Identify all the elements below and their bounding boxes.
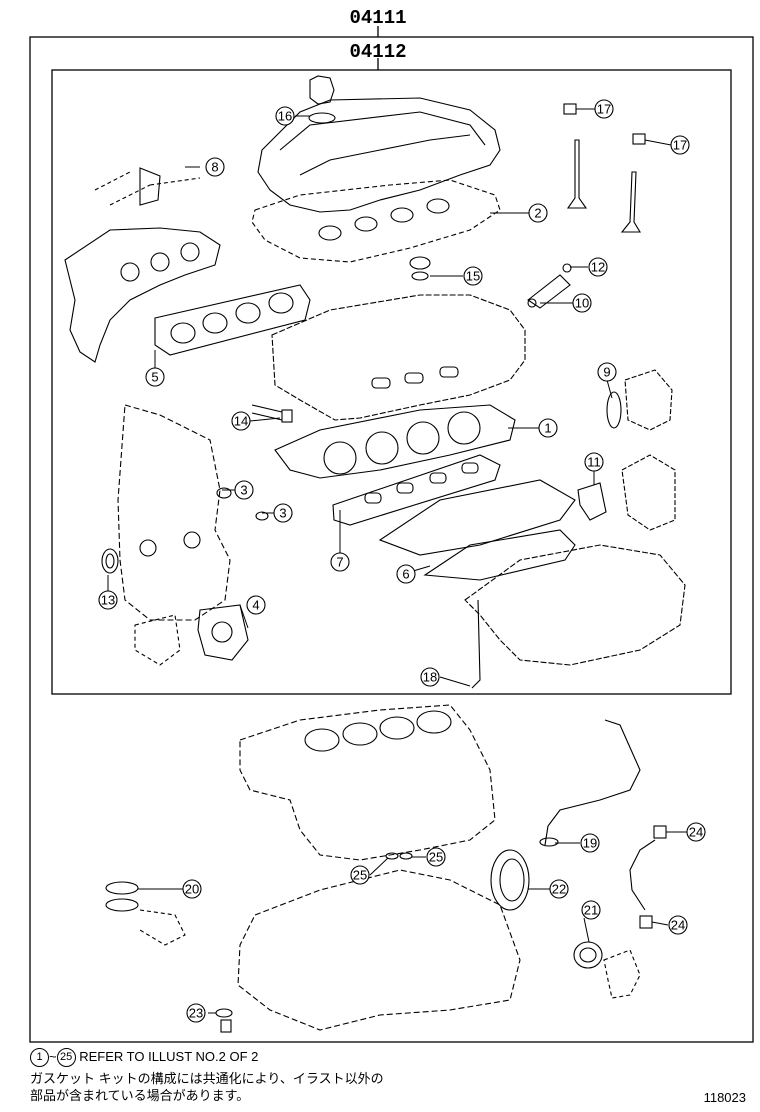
callout-circle-1: [538, 418, 558, 438]
callout-number-24: 24: [689, 825, 703, 840]
callout-number-12: 12: [591, 260, 605, 275]
callout-number-3: 3: [279, 506, 286, 521]
callout-circle-24: [686, 822, 706, 842]
kit-04111-box: [29, 36, 754, 1043]
callout-circle-24: [668, 915, 688, 935]
intake-manifold-drawing: [378, 479, 686, 689]
callout-number-17: 17: [597, 102, 611, 117]
kit-code-04111: 04111: [349, 7, 406, 29]
callout-circle-18: [420, 667, 440, 687]
callout-circle-19: [580, 833, 600, 853]
callout-circle-23: [186, 1003, 206, 1023]
callout-circle-25: [350, 865, 370, 885]
callout-circle-13: [98, 590, 118, 610]
oil-seal-21-drawing: [573, 941, 641, 999]
range-separator: ~: [49, 1048, 57, 1064]
callout-circle-5: [145, 367, 165, 387]
callout-circle-21: [581, 900, 601, 920]
callout-number-21: 21: [584, 903, 598, 918]
callout-number-22: 22: [552, 882, 566, 897]
drawing-number: 118023: [703, 1090, 746, 1105]
cylinder-head-drawing: [271, 294, 526, 421]
callout-circle-10: [572, 293, 592, 313]
bolt-drawing: [251, 404, 293, 423]
callout-number-15: 15: [466, 269, 480, 284]
oil-pan-drawing: [237, 869, 521, 1031]
callout-circle-15: [463, 266, 483, 286]
callout-number-19: 19: [583, 836, 597, 851]
callout-circle-4: [246, 595, 266, 615]
drain-plug-drawing: [215, 1008, 233, 1033]
oil-filter-bracket-drawing: [105, 881, 186, 946]
rear-oil-seal-drawing: [490, 849, 530, 911]
callout-circle-17: [670, 135, 690, 155]
callout-number-5: 5: [151, 370, 158, 385]
jp-note-line2: 部品が含まれている場合があります。: [30, 1088, 250, 1103]
dipstick-guide-drawing: [539, 719, 641, 847]
callout-circle-9: [597, 362, 617, 382]
callout-number-23: 23: [189, 1006, 203, 1021]
callout-circle-16: [275, 106, 295, 126]
injector-drawing: [409, 256, 572, 309]
callout-number-3: 3: [240, 483, 247, 498]
callout-number-13: 13: [101, 593, 115, 608]
callout-number-24: 24: [671, 918, 685, 933]
water-pump-gasket-drawing: [134, 604, 249, 666]
callout-number-17: 17: [673, 138, 687, 153]
callout-number-7: 7: [336, 555, 343, 570]
callout-number-9: 9: [603, 365, 610, 380]
intake-manifold-gasket-drawing: [332, 454, 501, 526]
callout-number-10: 10: [575, 296, 589, 311]
callout-number-6: 6: [402, 567, 409, 582]
callout-circle-25: [426, 847, 446, 867]
refer-note: 1~25 REFER TO ILLUST NO.2 OF 2: [30, 1048, 258, 1067]
callout-number-25: 25: [429, 850, 443, 865]
callout-circle-14: [231, 411, 251, 431]
o-ring-25-drawing: [385, 852, 413, 860]
kit-04112-box: [51, 69, 732, 695]
callout-circle-12: [588, 257, 608, 277]
cylinder-head-cover-drawing: [251, 97, 501, 263]
callout-circle-8: [205, 157, 225, 177]
exhaust-manifold-gasket-drawing: [154, 284, 311, 356]
callout-circle-3: [234, 480, 254, 500]
callout-number-11: 11: [587, 455, 601, 470]
callout-number-16: 16: [278, 109, 292, 124]
refer-text: REFER TO ILLUST NO.2 OF 2: [79, 1048, 259, 1064]
valve-drawing: [563, 103, 646, 233]
cylinder-block-drawing: [239, 704, 496, 861]
timing-cover-drawing: [117, 404, 269, 621]
callout-circle-6: [396, 564, 416, 584]
exhaust-manifold-drawing: [64, 167, 221, 363]
callout-number-20: 20: [185, 882, 199, 897]
jp-note-line1: ガスケット キットの構成には共通化により、イラスト以外の: [30, 1071, 384, 1086]
cylinder-head-gasket-drawing: [274, 404, 516, 479]
callout-circle-22: [549, 879, 569, 899]
callout-circle-11: [584, 452, 604, 472]
oil-filler-cap-drawing: [308, 75, 336, 124]
callout-circle-17: [594, 99, 614, 119]
callout-circle-2: [528, 203, 548, 223]
callout-number-14: 14: [234, 414, 248, 429]
range-end-badge: 25: [56, 1048, 76, 1067]
callout-circle-7: [330, 552, 350, 572]
oil-seal-13-drawing: [101, 548, 119, 574]
oil-hose-drawing: [629, 825, 667, 929]
callout-number-18: 18: [423, 670, 437, 685]
water-outlet-drawing: [577, 369, 676, 531]
callout-number-1: 1: [544, 421, 551, 436]
callout-number-4: 4: [252, 598, 259, 613]
callout-number-25: 25: [353, 868, 367, 883]
range-start-badge: 1: [30, 1048, 49, 1067]
callout-number-8: 8: [211, 160, 218, 175]
kit-code-04112: 04112: [349, 41, 406, 63]
callout-number-2: 2: [534, 206, 541, 221]
callout-circle-3: [273, 503, 293, 523]
callouts: [107, 108, 688, 1014]
callout-circle-20: [182, 879, 202, 899]
